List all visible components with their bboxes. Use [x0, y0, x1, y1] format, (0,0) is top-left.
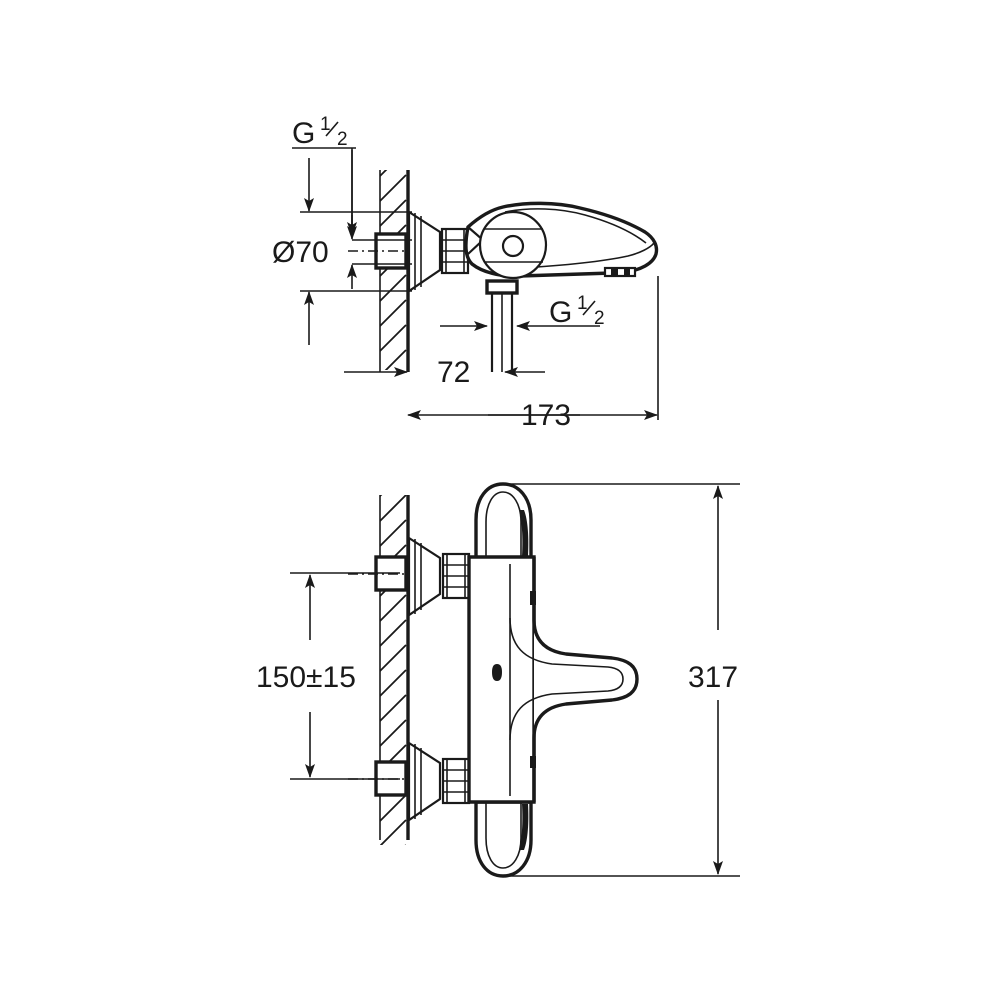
dimension-label-escutcheon-diameter: Ø70 — [272, 236, 329, 269]
dimension-outlet-offset: 72 — [344, 356, 545, 389]
dimension-label-outlet-thread-g: G — [549, 296, 572, 329]
front-elevation-view: 150±15 317 — [256, 482, 740, 878]
dimension-outlet-thread: G 1 2 — [440, 293, 605, 331]
dimension-label-inlet-thread-denominator: 2 — [337, 129, 348, 150]
dimension-label-outlet-offset: 72 — [437, 356, 470, 389]
spout-front-view — [509, 557, 639, 802]
flow-handle-bottom — [474, 800, 533, 878]
mixer-body-top-view — [464, 201, 659, 280]
mixer-body-front-view — [467, 555, 536, 804]
upper-inlet-assembly — [348, 535, 471, 618]
dimension-inlet-centres: 150±15 — [256, 572, 400, 780]
thermostat-handle-top — [474, 482, 533, 560]
dimension-projection: 173 — [407, 276, 659, 432]
dimension-label-projection: 173 — [521, 399, 571, 432]
dimension-label-inlet-centres: 150±15 — [256, 661, 356, 694]
side-elevation-view: G 1 2 Ø70 G 1 2 — [272, 114, 659, 432]
dimension-label-outlet-thread-denominator: 2 — [594, 308, 605, 329]
dimension-escutcheon-diameter: Ø70 — [272, 158, 412, 345]
outlet-stub-top-view — [485, 279, 519, 372]
wall-hatching-top — [380, 170, 407, 370]
dimension-label-outlet-thread-numerator: 1 — [577, 293, 588, 314]
dimension-label-overall-height: 317 — [688, 661, 738, 694]
dimension-label-inlet-thread-numerator: 1 — [320, 114, 331, 135]
dimension-overall-height: 317 — [503, 483, 740, 877]
dimension-label-inlet-thread-g: G — [292, 117, 315, 150]
spout-aerator-top-view — [603, 266, 637, 278]
coupling-nut-top-view — [440, 227, 470, 275]
